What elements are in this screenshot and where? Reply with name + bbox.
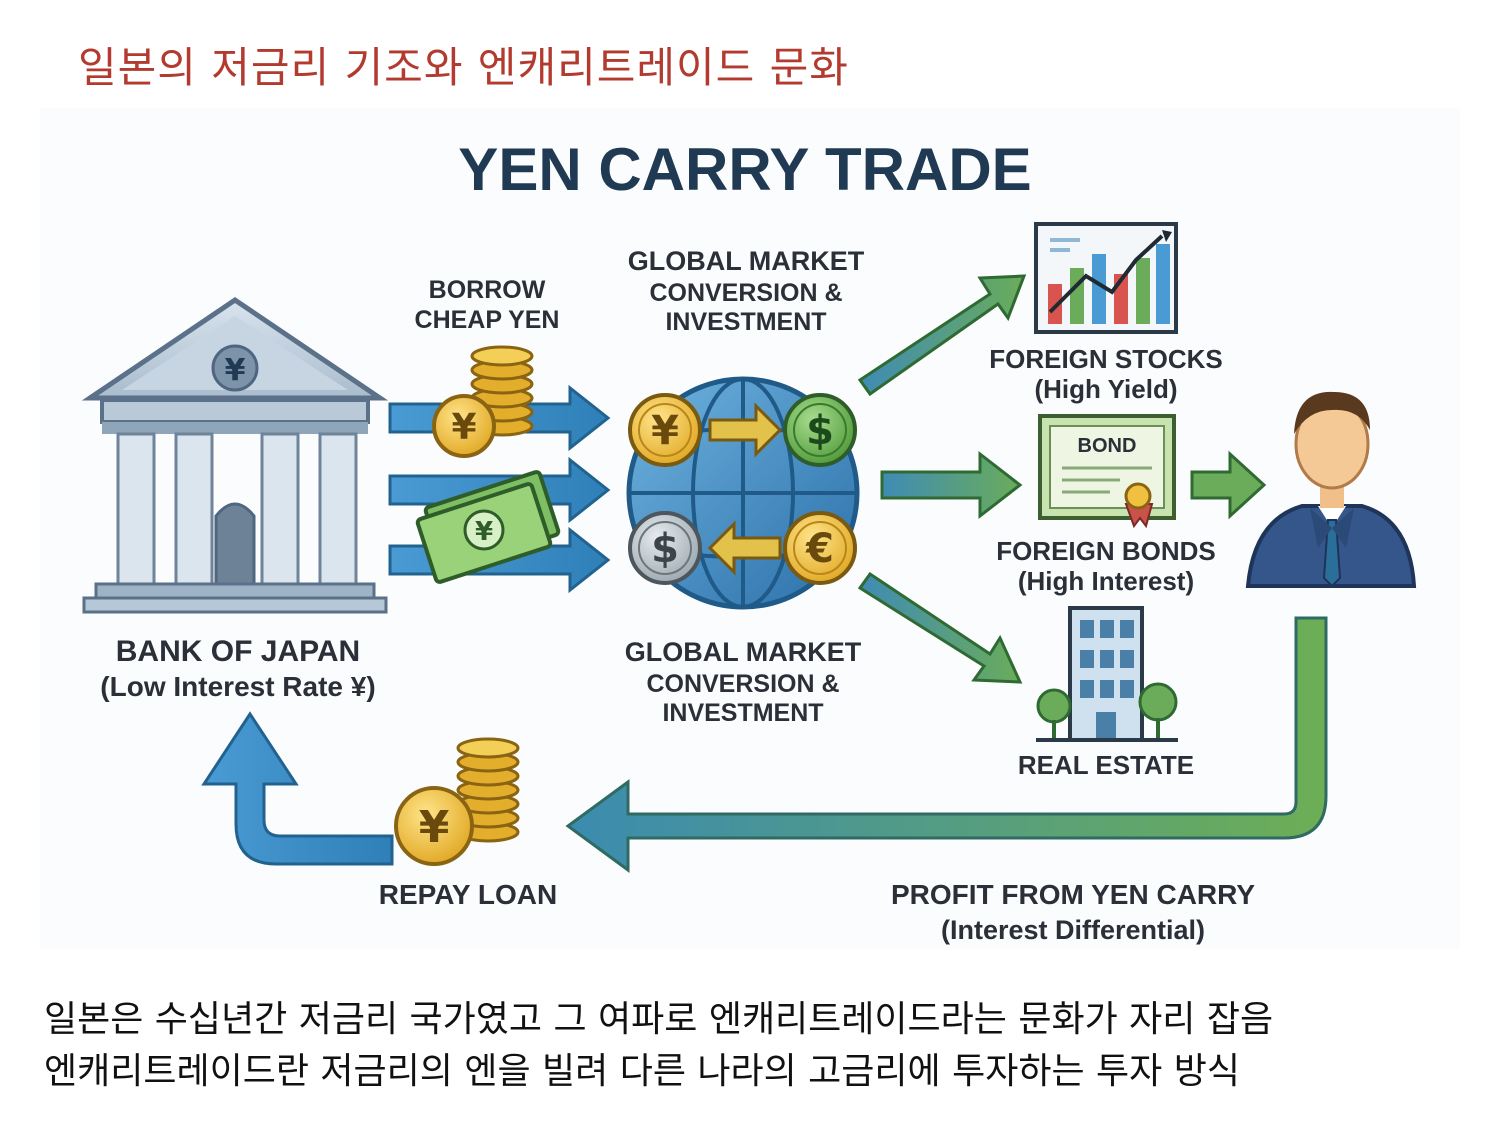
- to-investor-arrow: [1190, 450, 1267, 520]
- euro-coin-symbol: €: [805, 526, 834, 572]
- conversion-top-line2: CONVERSION &: [649, 279, 842, 307]
- yen-coin-symbol: ¥: [651, 408, 679, 454]
- stocks-name: FOREIGN STOCKS: [989, 344, 1223, 374]
- banknotes-icon: ¥: [415, 470, 561, 584]
- profit-return-arrow: [565, 616, 1328, 873]
- coin-stack-icon: ¥: [432, 345, 534, 458]
- bank-emblem: ¥: [225, 353, 246, 388]
- repay-label: REPAY LOAN: [379, 879, 557, 910]
- yen-carry-trade-diagram: YEN CARRY TRADE ¥ BANK OF JAPAN (Low Int…: [40, 108, 1460, 950]
- caption-line-2: 엔캐리트레이드란 저금리의 엔을 빌려 다른 나라의 고금리에 투자하는 투자 …: [44, 1051, 1240, 1092]
- dollar-coin-symbol: $: [806, 408, 834, 454]
- bonds-subtitle: (High Interest): [1018, 566, 1194, 596]
- dollar-coin-silver-icon: $: [628, 511, 702, 585]
- bank-subtitle: (Low Interest Rate ¥): [100, 671, 375, 702]
- stock-chart-icon: [1034, 222, 1178, 334]
- profit-subtitle: (Interest Differential): [941, 915, 1205, 945]
- repay-to-bank-arrow: [201, 711, 394, 866]
- repay-coin-stack-icon: ¥: [394, 737, 520, 866]
- conversion-bottom-line1: GLOBAL MARKET: [625, 637, 862, 667]
- bond-certificate-icon: BOND: [1038, 414, 1176, 529]
- borrow-label-line2: CHEAP YEN: [415, 306, 560, 334]
- bonds-name: FOREIGN BONDS: [996, 536, 1216, 566]
- convert-left-arrow: [707, 520, 782, 576]
- yen-coin-icon: ¥: [628, 393, 702, 467]
- borrow-label-line1: BORROW: [429, 276, 546, 304]
- conversion-bottom-line3: INVESTMENT: [662, 699, 823, 727]
- silver-coin-symbol: $: [651, 526, 679, 572]
- banknote-symbol: ¥: [475, 517, 493, 547]
- caption-line-1: 일본은 수십년간 저금리 국가였고 그 여파로 엔캐리트레이드라는 문화가 자리…: [44, 999, 1274, 1040]
- real-estate-name: REAL ESTATE: [1018, 750, 1194, 780]
- investor-avatar-icon: [1245, 391, 1417, 588]
- dollar-coin-green-icon: $: [783, 393, 857, 467]
- office-building-icon: [1036, 606, 1178, 742]
- convert-right-arrow: [708, 402, 783, 458]
- bond-badge: BOND: [1078, 435, 1137, 457]
- profit-name: PROFIT FROM YEN CARRY: [891, 879, 1255, 910]
- conversion-top-line3: INVESTMENT: [665, 308, 826, 336]
- diagram-title: YEN CARRY TRADE: [458, 136, 1031, 203]
- invest-arrows: [857, 274, 1027, 684]
- repay-coin-symbol: ¥: [419, 802, 450, 853]
- borrow-coin-symbol: ¥: [451, 407, 476, 448]
- bank-name: BANK OF JAPAN: [116, 635, 360, 668]
- page-title: 일본의 저금리 기조와 엔캐리트레이드 문화: [78, 43, 849, 92]
- conversion-bottom-line2: CONVERSION &: [646, 670, 839, 698]
- conversion-top-line1: GLOBAL MARKET: [628, 246, 865, 276]
- stocks-subtitle: (High Yield): [1035, 374, 1178, 404]
- bank-building-icon: ¥: [81, 296, 389, 614]
- euro-coin-icon: €: [783, 511, 857, 585]
